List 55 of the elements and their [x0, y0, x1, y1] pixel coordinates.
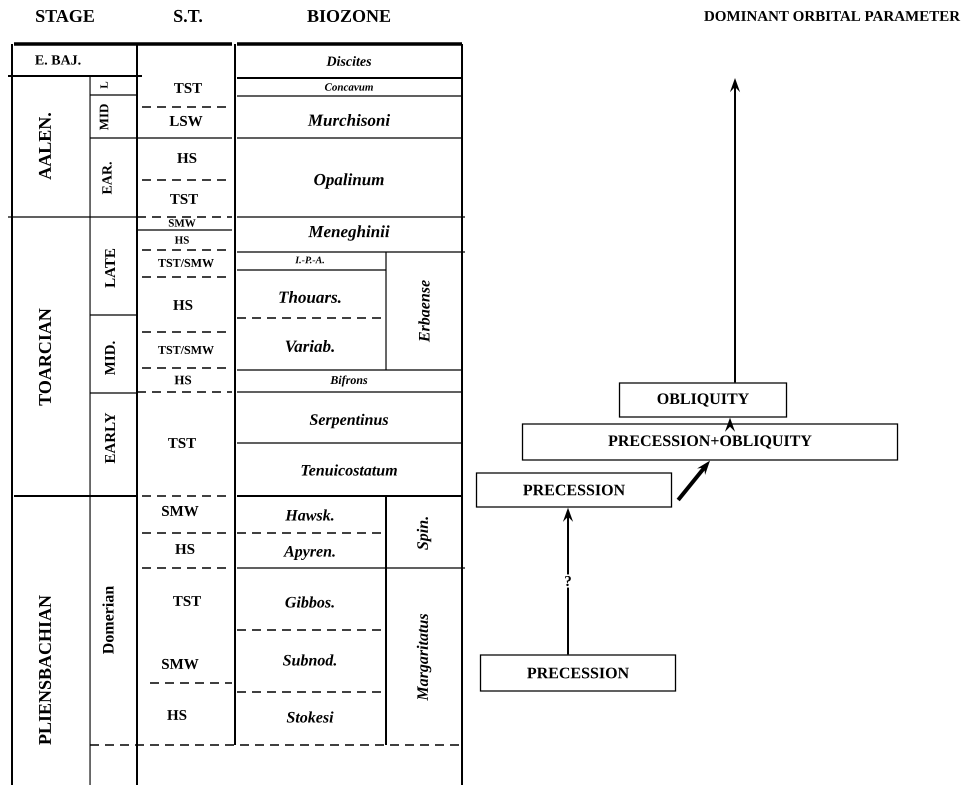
- biozone-name: Stokesi: [286, 711, 334, 723]
- biozone-name: Margaritatus: [416, 614, 432, 701]
- edge-label: ?: [562, 574, 574, 588]
- biozone-name: Spin.: [416, 517, 432, 550]
- sequence-label: TST/SMW: [158, 346, 214, 354]
- sequence-label: HS: [175, 544, 194, 554]
- sequence-label: SMW: [162, 506, 199, 516]
- sequence-label: LSW: [170, 116, 202, 126]
- biozone-name: Serpentinus: [310, 414, 388, 428]
- sequence-label: TST: [168, 438, 196, 448]
- column-header: DOMINANT ORBITAL PARAMETER: [704, 10, 960, 22]
- parameter-box: PRECESSION+OBLIQUITY: [522, 423, 898, 461]
- parameter-box: PRECESSION: [480, 654, 676, 692]
- sequence-label: TST: [173, 596, 201, 606]
- parameter-box: PRECESSION: [476, 472, 672, 508]
- sequence-label: SMW: [168, 219, 196, 227]
- sequence-label: TST: [170, 194, 198, 204]
- biozone-name: Subnod.: [282, 654, 336, 666]
- sequence-label: HS: [174, 236, 189, 244]
- stage-label: MID: [100, 104, 108, 130]
- sequence-label: HS: [167, 710, 186, 720]
- biozone-name: Gibbos.: [285, 596, 334, 608]
- stage-label: AALEN.: [38, 113, 52, 180]
- biozone-name: Murchisoni: [308, 114, 390, 126]
- stage-label: Domerian: [102, 586, 114, 654]
- stage-label: LATE: [105, 248, 115, 288]
- biozone-name: Tenuicostatum: [302, 464, 397, 476]
- biozone-name: Meneghinii: [308, 225, 390, 241]
- column-header: STAGE: [36, 10, 94, 22]
- stage-label: EARLY: [105, 412, 115, 464]
- biozone-name: Discites: [326, 56, 372, 66]
- biozone-name: Hawsk.: [285, 509, 334, 521]
- sequence-label: SMW: [162, 658, 199, 670]
- sequence-label: HS: [174, 376, 192, 384]
- biozone-name: Variab.: [286, 340, 334, 352]
- parameter-box: OBLIQUITY: [618, 382, 788, 418]
- biozone-name: I.-P.-A.: [295, 256, 324, 264]
- biozone-name: Bifrons: [330, 376, 368, 386]
- sequence-label: HS: [173, 300, 192, 310]
- biozone-name: Erbaense: [418, 280, 430, 342]
- stage-label: EAR.: [102, 162, 112, 194]
- sequence-label: TST/SMW: [158, 258, 214, 268]
- sequence-label: TST: [174, 82, 202, 94]
- biozone-name: Concavum: [324, 83, 373, 91]
- stage-label: MID.: [105, 341, 116, 376]
- sequence-label: HS: [177, 152, 196, 164]
- column-header: S.T.: [174, 10, 202, 22]
- stage-label: PLIENSBACHIAN: [38, 595, 52, 745]
- stage-label: TOARCIAN: [38, 308, 52, 406]
- column-header: BIOZONE: [307, 10, 390, 22]
- biozone-name: Opalinum: [314, 173, 384, 189]
- biozone-name: Thouars.: [279, 291, 341, 304]
- stage-label: E. BAJ.: [35, 55, 81, 65]
- biozone-name: Apyren.: [283, 546, 335, 560]
- stage-label: L: [100, 82, 108, 88]
